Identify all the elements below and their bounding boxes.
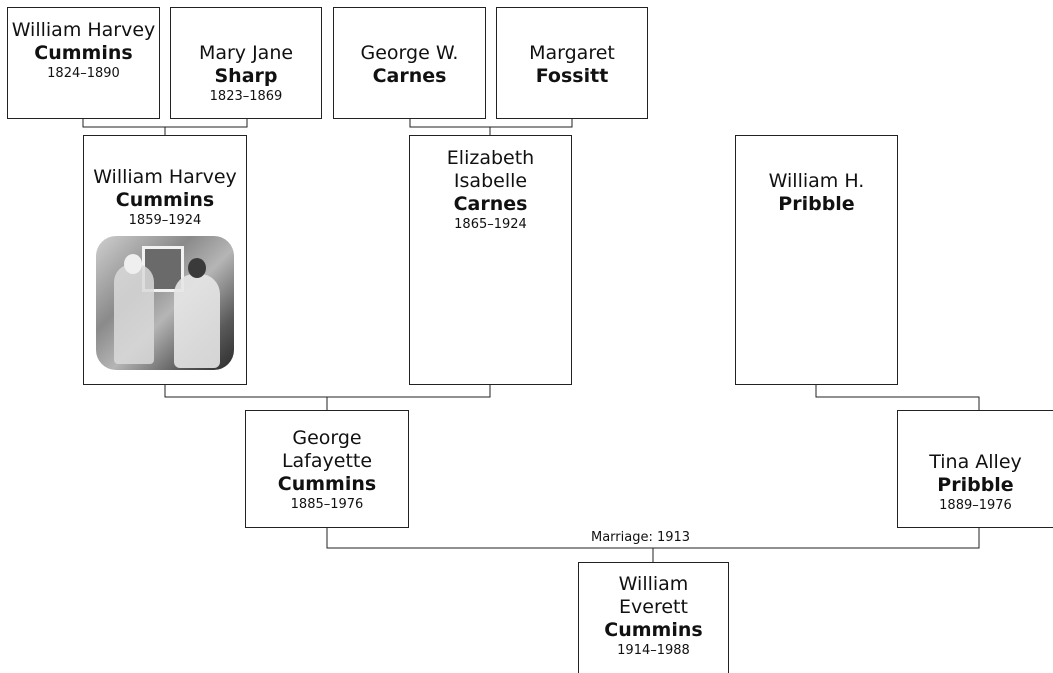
life-dates: 1914–1988	[617, 643, 690, 658]
person-william-harvey-cummins-1859[interactable]: William Harvey Cummins 1859–1924	[83, 135, 247, 385]
photo-head-woman	[188, 258, 206, 278]
life-dates: 1889–1976	[939, 498, 1012, 513]
photo-figure-man	[114, 264, 154, 364]
surname: Cummins	[115, 189, 215, 211]
person-margaret-fossitt[interactable]: Margaret Fossitt	[496, 7, 648, 119]
person-mary-jane-sharp[interactable]: Mary Jane Sharp 1823–1869	[170, 7, 322, 119]
life-dates: 1885–1976	[290, 497, 364, 512]
life-dates: 1865–1924	[454, 217, 527, 232]
given-name: William Harvey	[93, 166, 237, 188]
surname: Cummins	[277, 473, 377, 495]
person-tina-alley-pribble[interactable]: Tina Alley Pribble 1889–1976	[897, 410, 1053, 528]
person-george-lafayette-cummins[interactable]: George Lafayette Cummins 1885–1976	[245, 410, 409, 528]
given-name: Tina Alley	[929, 451, 1022, 473]
person-william-everett-cummins[interactable]: William Everett Cummins 1914–1988	[578, 562, 729, 673]
given-name: Margaret	[529, 42, 615, 64]
person-william-h-pribble[interactable]: William H. Pribble	[735, 135, 898, 385]
couple-photo	[96, 236, 234, 370]
surname: Fossitt	[535, 65, 609, 87]
given-name: William Everett	[618, 573, 689, 618]
marriage-label: Marriage: 1913	[589, 530, 693, 546]
surname: Cummins	[34, 42, 133, 64]
surname: Carnes	[372, 65, 447, 87]
photo-figure-woman	[174, 274, 220, 368]
surname: Pribble	[778, 193, 855, 215]
life-dates: 1823–1869	[209, 89, 283, 104]
life-dates: 1859–1924	[128, 213, 202, 228]
given-name: Elizabeth Isabelle	[446, 147, 535, 192]
photo-head-man	[124, 254, 142, 274]
life-dates: 1824–1890	[47, 66, 120, 81]
given-name: George Lafayette	[281, 427, 373, 472]
given-name: William Harvey	[11, 19, 156, 41]
person-george-w-carnes[interactable]: George W. Carnes	[333, 7, 486, 119]
given-name: Mary Jane	[198, 42, 294, 64]
surname: Cummins	[604, 619, 703, 641]
given-name: William H.	[768, 170, 865, 192]
person-william-harvey-cummins-1824[interactable]: William Harvey Cummins 1824–1890	[7, 7, 160, 119]
surname: Carnes	[453, 193, 528, 215]
surname: Sharp	[214, 65, 278, 87]
given-name: George W.	[360, 42, 459, 64]
surname: Pribble	[937, 474, 1014, 496]
person-elizabeth-isabelle-carnes[interactable]: Elizabeth Isabelle Carnes 1865–1924	[409, 135, 572, 385]
